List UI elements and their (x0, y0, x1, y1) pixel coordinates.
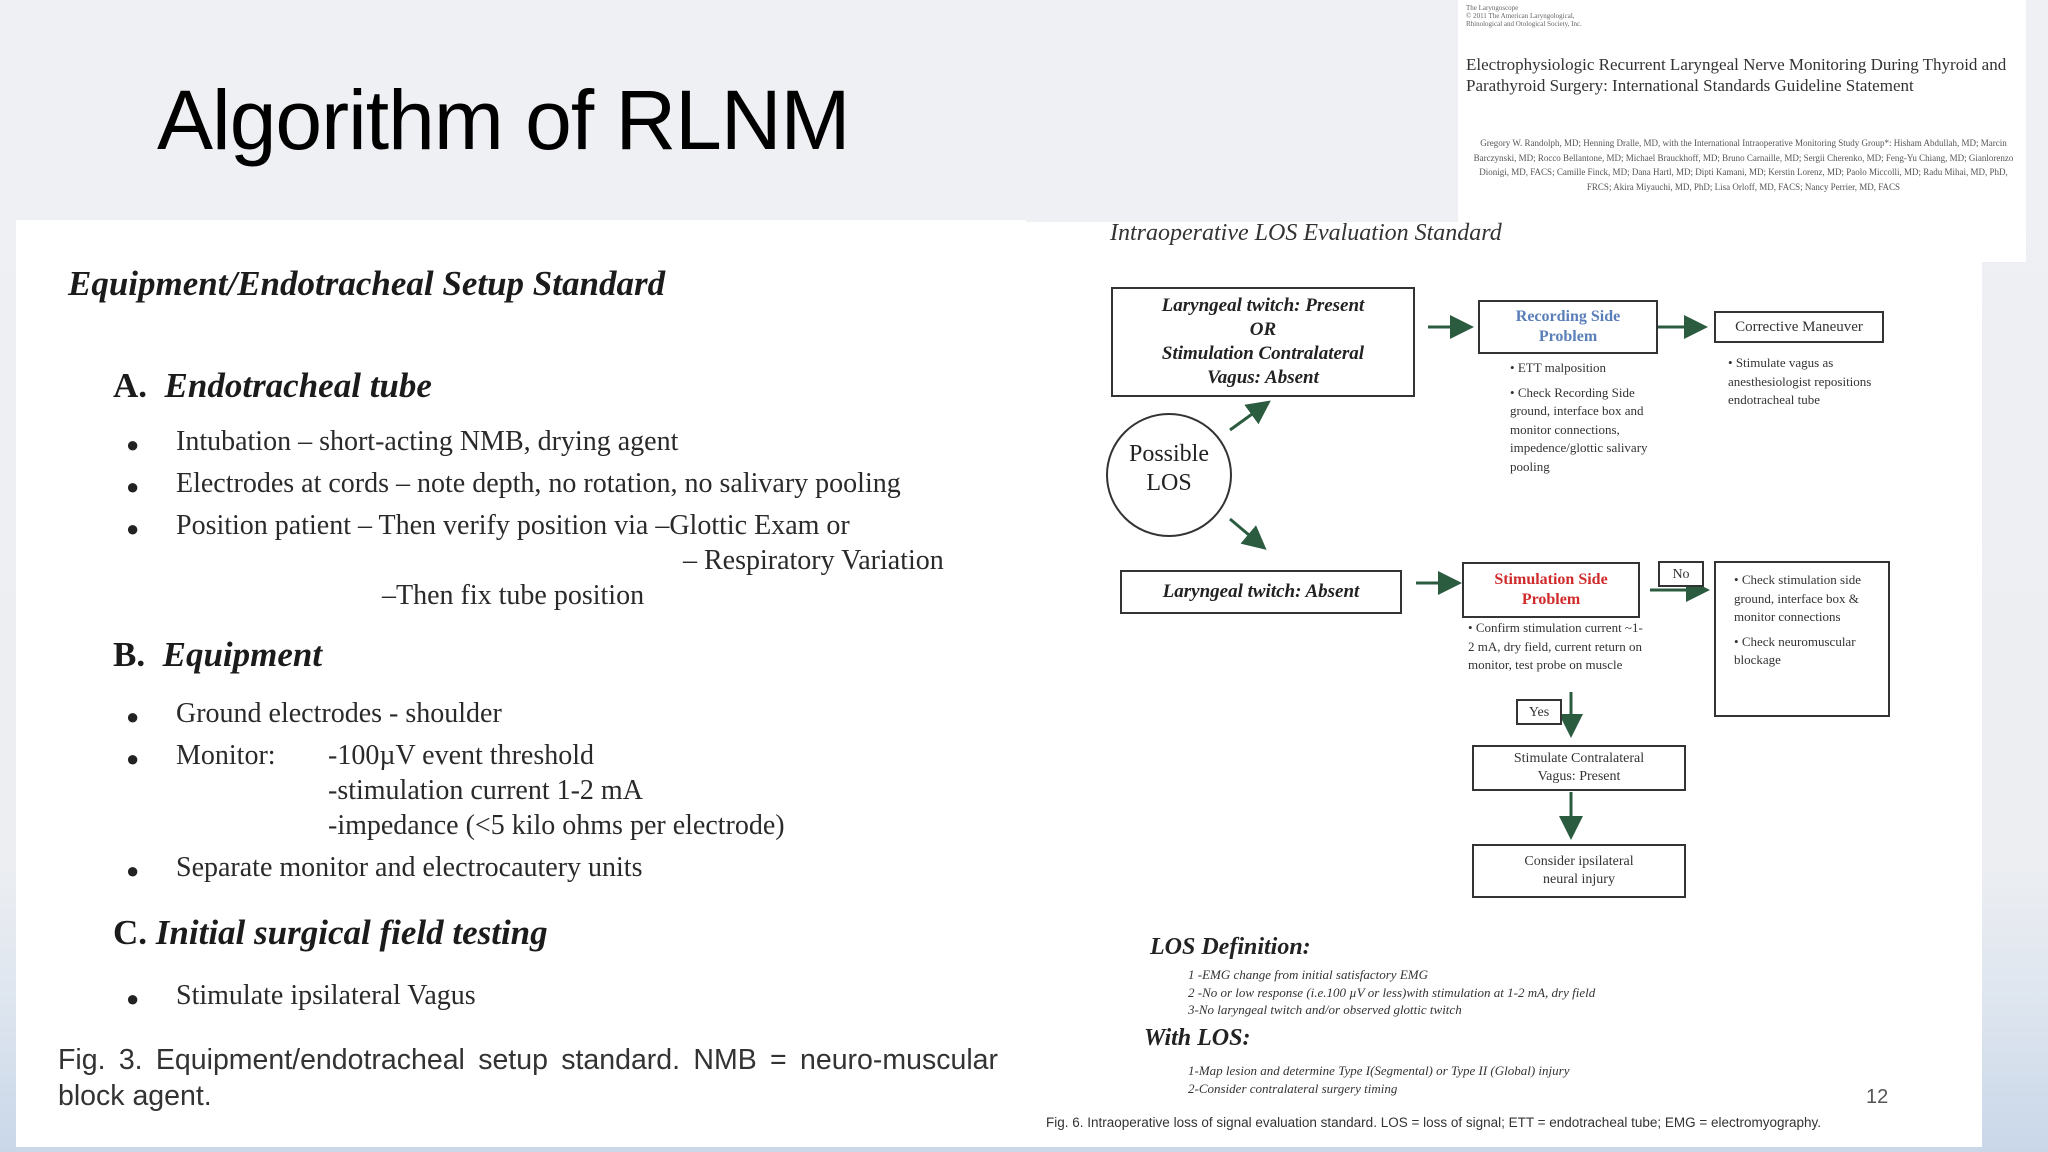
arrow (1229, 517, 1267, 550)
recording-notes: • ETT malposition • Check Recording Side… (1510, 359, 1678, 476)
box-line: Laryngeal twitch: Present (1161, 295, 1365, 316)
journal-header: The Laryngoscope © 2011 The American Lar… (1466, 4, 1582, 28)
list-item: Ground electrodes - shoulder (176, 698, 502, 729)
bullet: ● (126, 516, 140, 541)
twitch-present-box: Laryngeal twitch: Present OR Stimulation… (1111, 287, 1415, 397)
possible-los-label: Possible LOS (1128, 441, 1209, 496)
monitor-line: -impedance (<5 kilo ohms per electrode) (328, 810, 785, 841)
stimulation-side-problem-box: Stimulation Side Problem (1462, 562, 1640, 618)
corrective-note: • Stimulate vagus as anesthesiologist re… (1728, 355, 1872, 407)
corrective-maneuver-box: Corrective Maneuver (1714, 311, 1884, 343)
bullet: ● (126, 986, 140, 1011)
los-definition-item: 2 -No or low response (i.e.100 µV or les… (1188, 984, 1596, 1000)
monitor-label: Monitor: (176, 740, 276, 771)
flowchart-connectors (1106, 315, 1710, 840)
flowchart-title: Intraoperative LOS Evaluation Standard (1110, 220, 1502, 246)
with-los-title: With LOS: (1144, 1025, 1251, 1051)
arrow (1229, 400, 1271, 432)
section-c-heading: C. Initial surgical field testing (113, 913, 548, 952)
no-label-box: No (1658, 561, 1704, 587)
bullet: ● (126, 858, 140, 883)
slide-title: Algorithm of RLNM (157, 73, 851, 167)
twitch-absent-box: Laryngeal twitch: Absent (1120, 570, 1402, 614)
with-los-list: 1-Map lesion and determine Type I(Segmen… (1188, 1062, 1569, 1097)
note-item: • Check Recording Side ground, interface… (1510, 384, 1648, 474)
list-item-continuation: – Respiratory Variation (683, 545, 944, 576)
section-b-heading: B. Equipment (113, 635, 323, 674)
possible-los-ellipse (1106, 413, 1232, 537)
note-item: • Check stimulation side ground, interfa… (1734, 572, 1861, 624)
reference-thumbnail: The Laryngoscope © 2011 The American Lar… (1458, 0, 2026, 262)
los-definition-list: 1 -EMG change from initial satisfactory … (1188, 966, 1595, 1019)
stimulation-note: • Confirm stimulation current ~1-2 mA, d… (1468, 620, 1643, 672)
with-los-item: 1-Map lesion and determine Type I(Segmen… (1188, 1063, 1570, 1078)
monitor-line: -stimulation current 1-2 mA (328, 775, 643, 806)
figure-caption: Fig. 3. Equipment/endotracheal setup sta… (58, 1044, 998, 1112)
los-definition-item: 1 -EMG change from initial satisfactory … (1188, 967, 1428, 982)
recording-side-problem-box: Recording Side Problem (1478, 300, 1658, 354)
box-line: Stimulation Contralateral (1161, 343, 1365, 364)
list-item: Separate monitor and electrocautery unit… (176, 852, 643, 883)
reference-authors: Gregory W. Randolph, MD; Henning Dralle,… (1473, 138, 2014, 192)
page-number: 12 (1866, 1086, 1889, 1108)
list-item: Electrodes at cords – note depth, no rot… (176, 468, 901, 499)
yes-label-box: Yes (1516, 699, 1562, 725)
flowchart-caption: Fig. 6. Intraoperative loss of signal ev… (1046, 1115, 1822, 1130)
figure-heading: Equipment/Endotracheal Setup Standard (68, 264, 666, 303)
note-item: • Check neuromuscular blockage (1734, 633, 1856, 668)
bullet: ● (126, 432, 140, 457)
list-item-continuation: –Then fix tube position (382, 580, 645, 611)
bullet: ● (126, 746, 140, 771)
reference-title: Electrophysiologic Recurrent Laryngeal N… (1466, 55, 2007, 95)
los-definition-title: LOS Definition: (1150, 934, 1311, 960)
with-los-item: 2-Consider contralateral surgery timing (1188, 1080, 1398, 1096)
check-connections-box: • Check stimulation side ground, interfa… (1714, 561, 1890, 717)
consider-injury-box: Consider ipsilateral neural injury (1472, 844, 1686, 898)
los-evaluation-figure: Intraoperative LOS Evaluation Standard L… (1026, 220, 1982, 1147)
list-item: Position patient – Then verify position … (176, 510, 850, 541)
note-item: • ETT malposition (1510, 360, 1607, 375)
los-definition-item: 3-No laryngeal twitch and/or observed gl… (1188, 1002, 1462, 1017)
stimulate-contralateral-box: Stimulate Contralateral Vagus: Present (1472, 745, 1686, 791)
section-a-heading: A. Endotracheal tube (113, 366, 432, 405)
box-line: Vagus: Absent (1207, 367, 1319, 388)
bullet: ● (126, 474, 140, 499)
box-line: OR (1249, 319, 1277, 340)
monitor-line: -100µV event threshold (328, 740, 595, 771)
bullet: ● (126, 704, 140, 729)
list-item: Stimulate ipsilateral Vagus (176, 980, 476, 1011)
equipment-setup-figure: Equipment/Endotracheal Setup Standard A.… (16, 220, 1026, 1147)
list-item: Intubation – short-acting NMB, drying ag… (176, 426, 679, 457)
